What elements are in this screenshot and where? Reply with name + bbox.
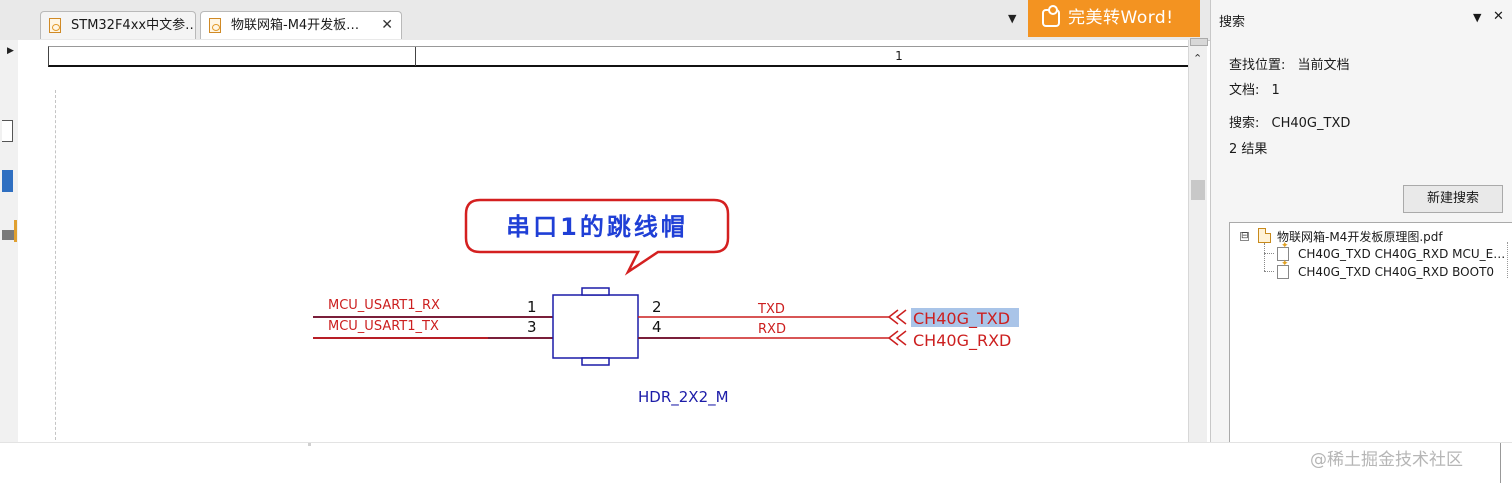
search-document-row: 文档: 1	[1229, 79, 1280, 98]
search-result-item[interactable]: CH40G_TXD CH40G_RXD BOOT0	[1298, 265, 1495, 279]
search-hit-icon	[1277, 241, 1289, 261]
tab-bar: STM32F4xx中文参… 物联网箱-M4开发板… ✕ ▼	[0, 0, 1212, 41]
search-term-label: 搜索:	[1229, 116, 1260, 131]
word-convert-icon	[1042, 5, 1060, 27]
tree-connector	[1264, 243, 1265, 271]
page-margin-guide	[55, 90, 56, 450]
pdf-file-icon	[209, 18, 221, 33]
net-label-rxd: RXD	[758, 322, 786, 337]
net-label-mcu-usart1-rx: MCU_USART1_RX	[328, 298, 440, 313]
callout-bubble	[464, 198, 730, 276]
tab-label: 物联网箱-M4开发板…	[231, 18, 360, 33]
pin-2: 2	[652, 298, 662, 316]
column-number: 1	[895, 49, 903, 63]
tab-stm32-reference[interactable]: STM32F4xx中文参…	[40, 11, 196, 39]
port-ch40g-rxd: CH40G_RXD	[913, 331, 1011, 351]
pin-3: 3	[527, 318, 537, 336]
search-hit-icon	[1277, 259, 1289, 279]
port-chevron-rxd	[887, 330, 907, 346]
panel-title: 搜索	[1219, 15, 1246, 30]
component-name: HDR_2X2_M	[638, 388, 729, 407]
navigation-strip: ▶	[0, 40, 19, 442]
tab-iot-m4-schematic[interactable]: 物联网箱-M4开发板… ✕	[200, 11, 402, 39]
search-highlight	[911, 308, 1019, 327]
callout-text: 串口1的跳线帽	[506, 213, 688, 241]
bottom-area: @稀土掘金技术社区	[0, 442, 1512, 483]
bookmark-icon[interactable]	[2, 170, 13, 192]
port-ch40g-txd: CH40G_TXD	[913, 309, 1010, 329]
result-file-name[interactable]: 物联网箱-M4开发板原理图.pdf	[1277, 230, 1443, 244]
search-result-item[interactable]: CH40G_TXD CH40G_RXD MCU_E…	[1298, 247, 1506, 261]
results-resize-grip[interactable]	[1507, 242, 1510, 278]
tab-label: STM32F4xx中文参…	[71, 18, 196, 33]
pdf-file-icon	[49, 18, 61, 33]
search-results-tree: ⊟ 物联网箱-M4开发板原理图.pdf CH40G_TXD CH40G_RXD …	[1229, 222, 1512, 444]
panel-menu-icon[interactable]: ▼	[1473, 11, 1482, 24]
jumper-top-tab	[581, 287, 610, 296]
scrollbar-thumb[interactable]	[1191, 180, 1205, 200]
search-location-row: 查找位置: 当前文档	[1229, 54, 1350, 73]
collapse-tree-icon[interactable]: ⊟	[1240, 231, 1249, 241]
port-chevron-txd	[887, 309, 907, 325]
document-view: 1 串口1的跳线帽 MCU_USART1_RX MCU_USART1_TX 1 …	[18, 40, 1203, 450]
usart1-jumper-schematic: 串口1的跳线帽 MCU_USART1_RX MCU_USART1_TX 1 2 …	[313, 198, 1019, 407]
pin-1: 1	[527, 298, 537, 316]
table-divider	[415, 47, 416, 66]
location-value: 当前文档	[1297, 58, 1350, 73]
new-search-button[interactable]: 新建搜索	[1403, 185, 1503, 213]
location-label: 查找位置:	[1229, 58, 1286, 73]
net-label-txd: TXD	[757, 302, 785, 317]
pdf-file-icon	[1258, 228, 1271, 243]
watermark-text: @稀土掘金技术社区	[1310, 450, 1463, 470]
tab-list-dropdown-icon[interactable]: ▼	[1008, 12, 1017, 25]
jumper-bottom-tab	[581, 357, 610, 366]
search-term-row: 搜索: CH40G_TXD	[1229, 112, 1350, 131]
scroll-up-icon[interactable]: ⌃	[1193, 52, 1203, 65]
close-tab-icon[interactable]: ✕	[381, 17, 393, 33]
page-thumbnail-icon[interactable]	[2, 120, 13, 142]
result-count: 2 结果	[1229, 142, 1268, 157]
panel-close-icon[interactable]: ✕	[1493, 9, 1504, 24]
expand-panel-icon[interactable]: ▶	[7, 46, 14, 56]
document-label: 文档:	[1229, 83, 1260, 98]
jumper-body	[552, 294, 639, 359]
search-term-value: CH40G_TXD	[1271, 116, 1351, 131]
attachment-icon[interactable]	[2, 220, 17, 242]
document-value: 1	[1271, 83, 1280, 98]
search-panel: 搜索 ▼ ✕ 查找位置: 当前文档 文档: 1 搜索: CH40G_TXD 2 …	[1210, 0, 1512, 444]
tree-connector	[1264, 253, 1274, 254]
convert-to-word-label: 完美转Word!	[1068, 8, 1174, 28]
net-label-mcu-usart1-tx: MCU_USART1_TX	[328, 319, 439, 334]
document-scrollbar[interactable]: ⌃	[1188, 38, 1208, 442]
convert-to-word-button[interactable]: 完美转Word!	[1028, 0, 1200, 37]
split-handle[interactable]	[1190, 38, 1208, 46]
tree-connector	[1264, 271, 1274, 272]
page-edge-mark	[308, 443, 311, 446]
pin-4: 4	[652, 318, 662, 336]
window-edge	[1500, 443, 1503, 483]
